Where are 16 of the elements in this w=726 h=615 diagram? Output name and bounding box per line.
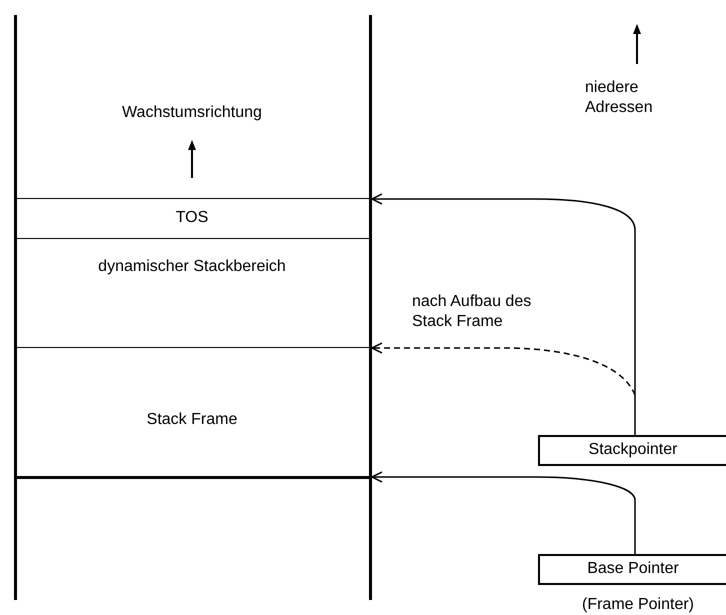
note-text: niedere Adressen — [585, 78, 654, 118]
region-label: TOS — [174, 208, 210, 228]
register-box: Stackpointer — [538, 435, 726, 466]
region-label: Stack Frame — [146, 410, 238, 430]
register-caption: (Frame Pointer) — [580, 595, 696, 615]
memory-region — [14, 476, 372, 600]
memory-region — [14, 15, 372, 198]
pointer-arrow — [371, 342, 636, 396]
region-label: Wachstumsrichtung — [121, 103, 263, 123]
stack-frame-region — [14, 347, 372, 476]
tos-cell — [14, 198, 372, 238]
register-box: Base Pointer — [538, 554, 726, 585]
region-label: dynamischer Stackbereich — [97, 257, 287, 277]
pointer-arrow — [371, 193, 636, 435]
stack-region — [14, 238, 372, 347]
pointer-arrow — [371, 471, 636, 554]
